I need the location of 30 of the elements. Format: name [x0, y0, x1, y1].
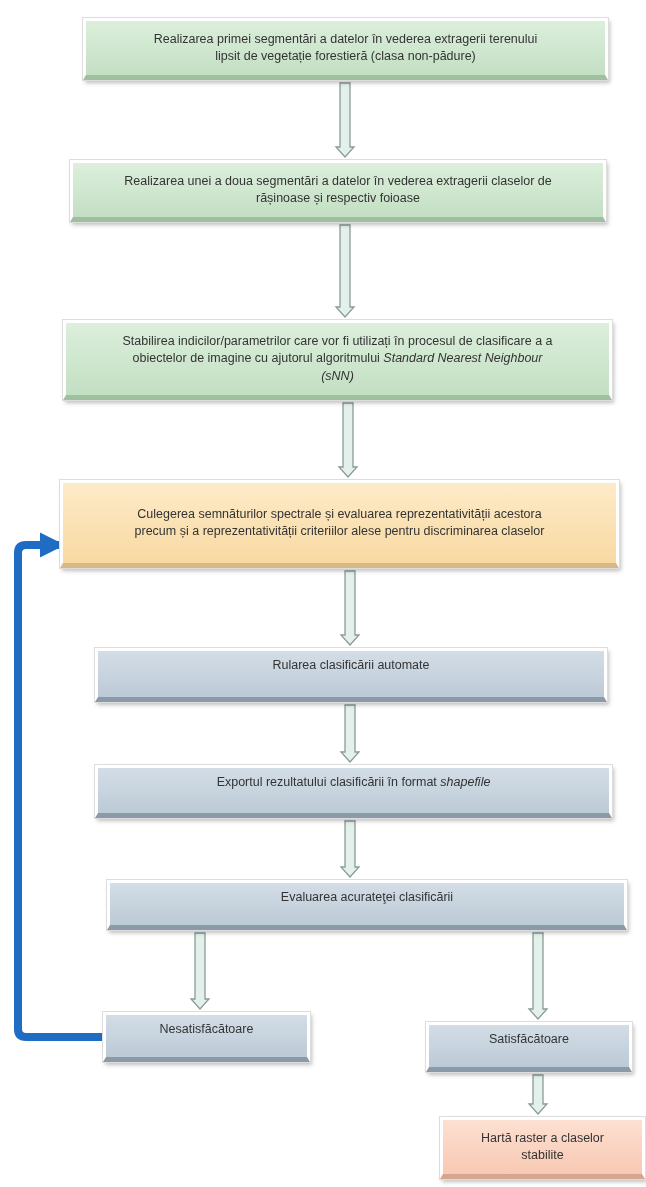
box-text: Hartă raster a claselor stabilite	[480, 1129, 605, 1164]
block-arrow	[339, 704, 361, 763]
process-box	[95, 648, 607, 702]
block-arrow	[339, 570, 361, 646]
process-box	[95, 765, 612, 818]
process-box	[63, 320, 612, 400]
box-text: Evaluarea acurateţei clasificării	[280, 889, 454, 906]
block-arrow	[334, 82, 356, 158]
box-text: Realizarea unei a doua segmentări a datelor în vederea extragerii claselor de rășinoase și respectiv foioase	[123, 172, 553, 207]
process-box	[83, 18, 608, 80]
box-text: Satisfăcătoare	[489, 1031, 569, 1048]
box-text: Exportul rezultatului clasificării în format shapefile	[216, 774, 491, 791]
process-box	[70, 160, 606, 222]
block-arrow	[527, 1074, 549, 1115]
block-arrow	[339, 820, 361, 878]
process-box	[103, 1012, 310, 1062]
box-text: Stabilirea indicilor/parametrilor care vor fi utilizați în procesul de clasificare a a obiectelor de imagine cu ajutorul algoritmului Standard Nearest Neighbour (sNN)	[121, 332, 554, 385]
process-box	[440, 1117, 645, 1179]
block-arrow	[527, 932, 549, 1020]
block-arrow	[337, 402, 359, 478]
box-text: Culegerea semnăturilor spectrale și evaluarea reprezentativității acestora precum și a reprezentativității criteriilor alese pentru discriminarea claselor	[133, 505, 546, 540]
feedback-arrow	[14, 532, 103, 1041]
process-box	[426, 1022, 632, 1072]
box-text: Realizarea primei segmentări a datelor în vederea extragerii terenului lipsit de vegetație forestieră (clasa non-pădure)	[152, 30, 539, 65]
box-text: Nesatisfăcătoare	[159, 1021, 254, 1038]
process-box	[107, 880, 627, 930]
box-text: Rularea clasificării automate	[272, 657, 430, 674]
process-box	[60, 480, 619, 568]
block-arrow	[334, 224, 356, 318]
block-arrow	[189, 932, 211, 1010]
